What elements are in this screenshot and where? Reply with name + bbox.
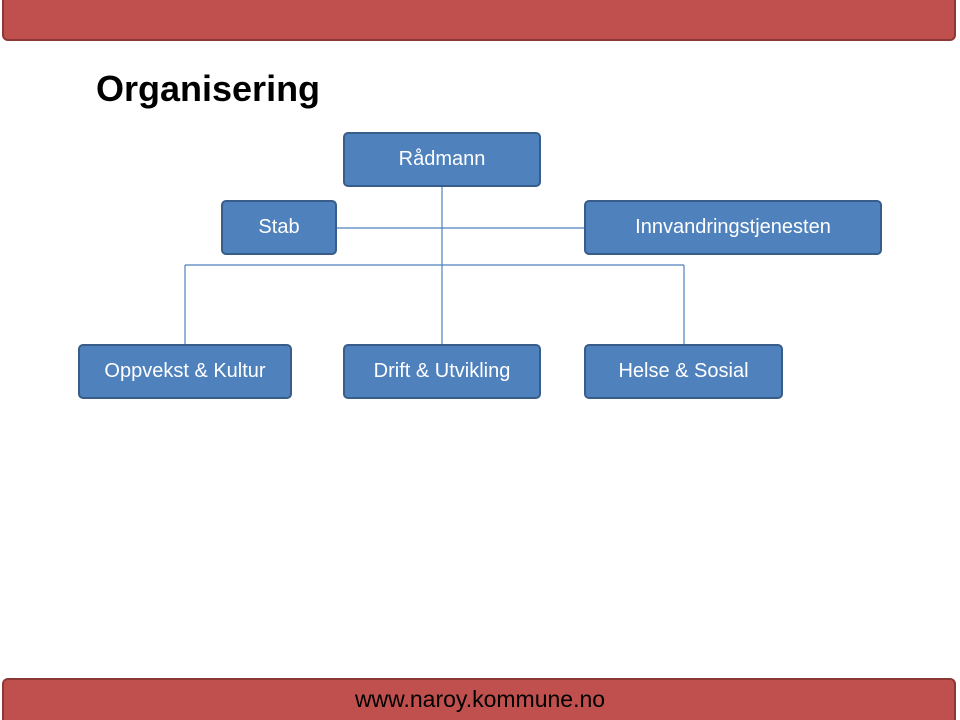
bottom-accent-bar bbox=[2, 678, 956, 720]
footer-url: www.naroy.kommune.no bbox=[354, 686, 606, 712]
org-node-drift-utvikling: Drift & Utvikling bbox=[343, 344, 541, 399]
org-node-radmann: Rådmann bbox=[343, 132, 541, 187]
org-node-oppvekst-kultur: Oppvekst & Kultur bbox=[78, 344, 292, 399]
org-node-helse-sosial: Helse & Sosial bbox=[584, 344, 783, 399]
top-accent-bar bbox=[2, 0, 956, 41]
org-node-stab: Stab bbox=[221, 200, 337, 255]
org-node-innvandringstjenesten: Innvandringstjenesten bbox=[584, 200, 882, 255]
page-title: Organisering bbox=[96, 68, 321, 109]
